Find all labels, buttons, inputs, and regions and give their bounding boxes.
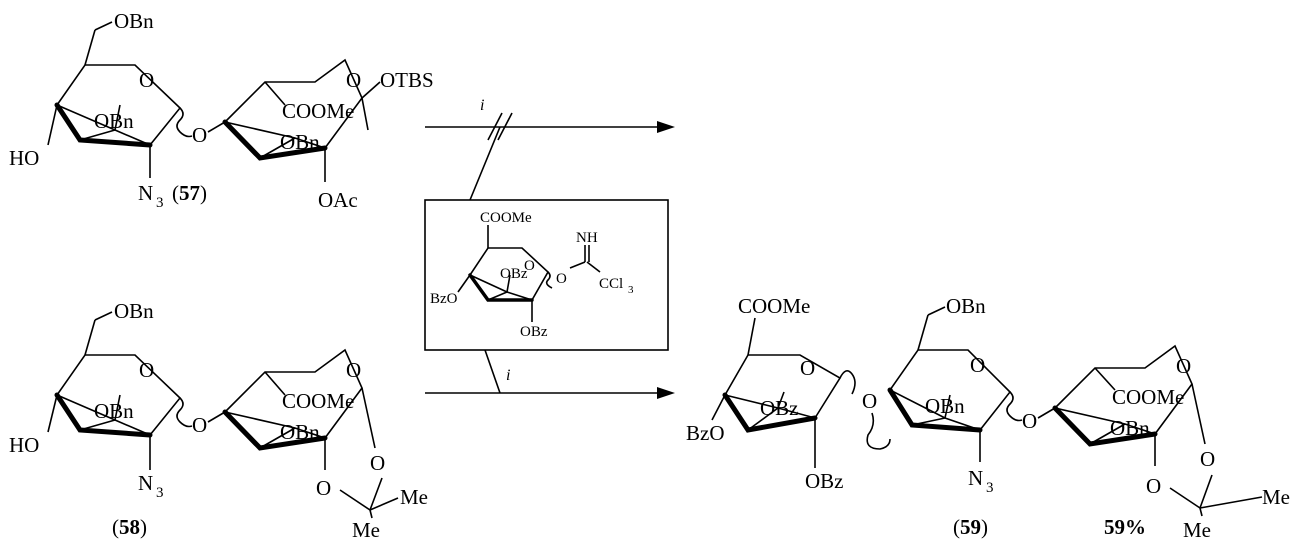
- arrow-bottom: i: [425, 349, 675, 399]
- label: OAc: [318, 188, 358, 212]
- label: HO: [9, 433, 39, 457]
- label: O: [862, 389, 877, 413]
- label: 3: [986, 480, 994, 496]
- label: O: [800, 356, 815, 380]
- label: O: [1176, 354, 1191, 378]
- svg-text:(58): (58): [112, 515, 147, 539]
- label: OBn: [94, 109, 134, 133]
- label: COOMe: [480, 210, 532, 226]
- reagent-label: i: [480, 97, 484, 114]
- label: Me: [400, 485, 428, 509]
- label: O: [556, 271, 567, 287]
- label: OBn: [946, 294, 986, 318]
- label: COOMe: [282, 389, 354, 413]
- label: O: [139, 358, 154, 382]
- label: OBz: [805, 469, 844, 493]
- label: OBz: [520, 324, 548, 340]
- label: N: [138, 471, 153, 495]
- ring-58b: [223, 348, 363, 439]
- label: OBn: [94, 399, 134, 423]
- arrow-head: [657, 121, 675, 133]
- label: O: [1200, 447, 1215, 471]
- label: COOMe: [1112, 385, 1184, 409]
- label: O: [1146, 474, 1161, 498]
- compound-57: OBn O O OBn HO N 3 (57) O OTBS COOMe OBn…: [9, 9, 434, 212]
- label: COOMe: [282, 99, 354, 123]
- label: OBz: [500, 266, 528, 282]
- label: OBn: [114, 299, 154, 323]
- donor-box: COOMe O NH O CCl 3 BzO OBz OBz: [424, 199, 669, 351]
- label: O: [346, 358, 361, 382]
- label: O: [370, 451, 385, 475]
- label: OBn: [280, 420, 320, 444]
- label: Me: [1262, 485, 1290, 509]
- label: Me: [1183, 518, 1211, 541]
- label: 3: [628, 284, 634, 296]
- label: O: [524, 258, 535, 274]
- blocked-mark: [487, 112, 503, 141]
- label: O: [139, 68, 154, 92]
- label: N: [968, 466, 983, 490]
- label: 3: [156, 195, 164, 211]
- label: BzO: [686, 421, 725, 445]
- label: OBn: [1110, 416, 1150, 440]
- label: Me: [352, 518, 380, 541]
- blocked-mark: [497, 112, 513, 141]
- label: O: [970, 353, 985, 377]
- label: BzO: [430, 291, 458, 307]
- svg-text:(57): (57): [172, 181, 207, 205]
- label: O: [1022, 409, 1037, 433]
- compound-number: 57: [179, 181, 200, 205]
- label: COOMe: [738, 294, 810, 318]
- arrow-top: i: [425, 97, 675, 201]
- svg-text:(59): (59): [953, 515, 988, 539]
- label: 3: [156, 485, 164, 501]
- label: OBn: [114, 9, 154, 33]
- arrow-head: [657, 387, 675, 399]
- compound-58: OBn O O OBn HO N 3 (58) O COOMe OBn O O …: [9, 299, 428, 541]
- label: O: [192, 123, 207, 147]
- compound-number: 58: [119, 515, 140, 539]
- label: O: [316, 476, 331, 500]
- compound-59: COOMe O BzO OBz OBz O OBn O OBn N 3 O (5…: [686, 294, 1290, 541]
- label: OBn: [925, 394, 965, 418]
- label: OBn: [280, 130, 320, 154]
- label: OBz: [760, 396, 799, 420]
- label: N: [138, 181, 153, 205]
- label: OTBS: [380, 68, 434, 92]
- ring-57b: [223, 58, 363, 149]
- label: CCl: [599, 276, 623, 292]
- compound-number: 59: [960, 515, 981, 539]
- yield-label: 59%: [1104, 515, 1146, 539]
- label: O: [192, 413, 207, 437]
- reagent-label: i: [506, 367, 510, 384]
- label: HO: [9, 146, 39, 170]
- label: NH: [576, 230, 598, 246]
- label: O: [346, 68, 361, 92]
